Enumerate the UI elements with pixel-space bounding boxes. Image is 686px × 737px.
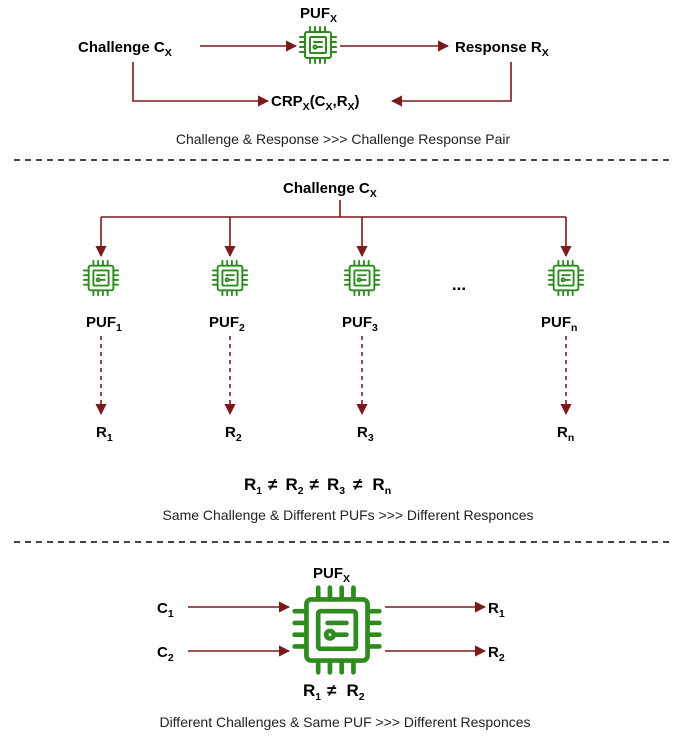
response-1-label: R1 xyxy=(96,424,113,444)
different-challenges-caption: Different Challenges & Same PUF >>> Diff… xyxy=(159,714,530,730)
response-3-label: R3 xyxy=(357,424,374,444)
inequality-expression: R1≠R2≠R3≠Rn xyxy=(244,475,391,497)
puf-n-label: PUFn xyxy=(541,314,577,334)
puf-chip-icon-1 xyxy=(82,259,120,297)
puf-2-label: PUF2 xyxy=(209,314,245,334)
crp-label: CRPX(CX,RX) xyxy=(271,93,360,113)
response-to-crp-arrow xyxy=(390,62,512,107)
response-n-label: Rn xyxy=(557,424,574,444)
puf-chip-icon-3 xyxy=(343,259,381,297)
puf-3-label: PUF3 xyxy=(342,314,378,334)
puf-x-label-3: PUFX xyxy=(313,565,350,585)
puf-1-label: PUF1 xyxy=(86,314,122,334)
response-2-label: R2 xyxy=(225,424,242,444)
puf-chip-icon-n xyxy=(547,259,585,297)
challenge-to-crp-arrow xyxy=(132,62,270,107)
different-pufs-caption: Same Challenge & Different PUFs >>> Diff… xyxy=(162,507,533,523)
puf-chip-icon xyxy=(299,26,337,64)
section-crp: PUFX Challenge CX Response RX CRPX(CX,RX… xyxy=(78,5,549,147)
puf-chip-icon-2 xyxy=(211,259,249,297)
section-different-challenges: PUFX C1 C2 R1 R2 R1≠R2 Different Challen… xyxy=(157,565,531,730)
challenge-label: Challenge CX xyxy=(78,39,172,59)
response-label: Response RX xyxy=(455,39,549,59)
challenge-2-label: C2 xyxy=(157,644,174,664)
puf-chip-icon-large xyxy=(295,588,380,673)
response-2-label-3: R2 xyxy=(488,644,505,664)
ellipsis: ... xyxy=(452,275,466,294)
response-1-label-3: R1 xyxy=(488,600,505,620)
challenge-label-2: Challenge CX xyxy=(283,180,377,200)
challenge-1-label: C1 xyxy=(157,600,174,620)
puf-x-label: PUFX xyxy=(300,5,337,25)
section-different-pufs: Challenge CX ... PUF1 PUF2 PUF3 PUFn R1 … xyxy=(82,180,585,523)
crp-caption: Challenge & Response >>> Challenge Respo… xyxy=(176,131,511,147)
inequality-expression-3: R1≠R2 xyxy=(303,681,365,703)
